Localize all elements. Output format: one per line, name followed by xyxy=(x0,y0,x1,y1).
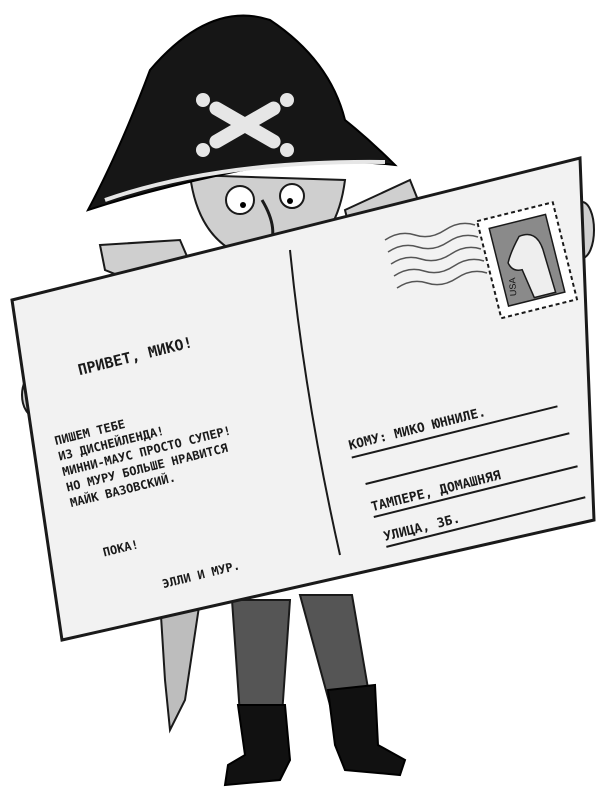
stamp-text: USA xyxy=(507,277,518,296)
boots xyxy=(223,683,407,787)
postcard: USA ПРИВЕТ, МИКО! ПИШЕМ ТЕБЕ ИЗ ДИСНЕЙЛЕ… xyxy=(10,156,596,642)
skull-crossbones-icon xyxy=(196,93,294,157)
stamp: USA xyxy=(475,201,579,320)
sword xyxy=(158,599,202,734)
postcard-divider xyxy=(289,249,341,556)
postmark-waves xyxy=(384,222,488,289)
eagle-icon xyxy=(507,233,557,299)
pirate-hat xyxy=(85,14,398,212)
